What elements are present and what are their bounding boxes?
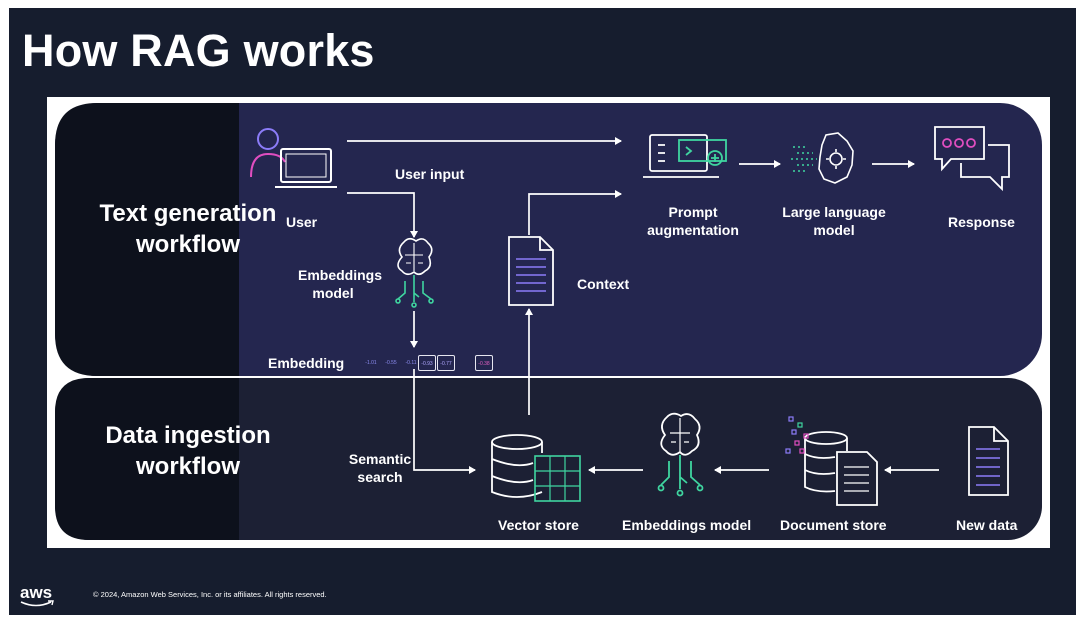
aws-smile-icon bbox=[20, 600, 54, 607]
embedding-value: -1.01 bbox=[365, 360, 377, 366]
embedding-value: -0.11 bbox=[405, 360, 417, 366]
new-data-document-icon bbox=[968, 426, 1009, 496]
prompt-window-icon bbox=[643, 134, 727, 178]
embedding-value: -0.55 bbox=[385, 360, 397, 366]
document-icon bbox=[508, 236, 554, 306]
new-data-label: New data bbox=[956, 517, 1018, 533]
data-scatter-icon bbox=[785, 416, 809, 454]
embedding-value: -0.38 bbox=[475, 355, 493, 371]
response-label: Response bbox=[948, 214, 1015, 230]
llm-brain-icon bbox=[791, 132, 854, 184]
chat-bubbles-icon bbox=[934, 126, 1010, 192]
arrow-embedding-to-vector-store bbox=[413, 369, 476, 474]
vector-store-label: Vector store bbox=[498, 517, 579, 533]
slide-title: How RAG works bbox=[22, 25, 375, 76]
data-ingestion-lane-header bbox=[55, 378, 239, 540]
arrow-context-to-prompt bbox=[528, 190, 622, 235]
document-store-icon bbox=[804, 431, 878, 506]
slide: How RAG works bbox=[9, 8, 1076, 615]
embedding-label: Embedding bbox=[268, 355, 345, 371]
embedding-value: -0.77 bbox=[437, 355, 455, 371]
llm-label: Large language model bbox=[782, 204, 886, 238]
copyright-text: © 2024, Amazon Web Services, Inc. or its… bbox=[93, 590, 327, 599]
diagram-panel: Text generation workflow Data ingestion … bbox=[47, 97, 1050, 548]
semantic-search-label: Semantic search bbox=[348, 451, 412, 485]
user-icon bbox=[250, 128, 337, 188]
text-generation-lane bbox=[55, 103, 1042, 376]
data-ingestion-lane-title: Data ingestion workflow bbox=[105, 422, 271, 480]
embedding-value bbox=[457, 355, 473, 371]
context-label: Context bbox=[577, 276, 630, 292]
diagram-canvas bbox=[55, 103, 1042, 540]
document-store-label: Document store bbox=[780, 517, 887, 533]
brain-chip-icon bbox=[657, 412, 704, 497]
arrow-user-to-embeddings bbox=[347, 192, 418, 238]
embedding-value: -0.93 bbox=[418, 355, 436, 371]
embeddings-model-bottom-label: Embeddings model bbox=[622, 517, 752, 533]
text-generation-lane-header bbox=[55, 103, 239, 376]
brain-chip-icon bbox=[395, 237, 434, 308]
database-grid-icon bbox=[491, 434, 581, 502]
prompt-augmentation-label: Prompt augmentation bbox=[647, 204, 739, 238]
embeddings-model-label: Embeddings model bbox=[298, 267, 383, 301]
user-input-label: User input bbox=[395, 166, 465, 182]
data-ingestion-lane bbox=[55, 378, 1042, 540]
aws-logo: aws bbox=[20, 584, 56, 608]
user-label: User bbox=[286, 214, 318, 230]
text-generation-lane-title: Text generation workflow bbox=[99, 200, 277, 258]
